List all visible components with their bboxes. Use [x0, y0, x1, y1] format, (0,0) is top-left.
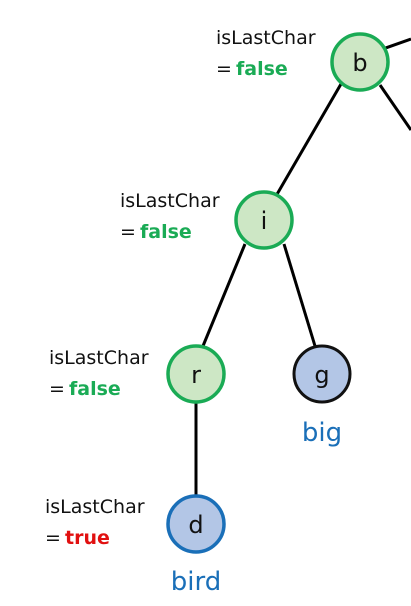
node-i-annotation-key: isLastChar: [120, 190, 220, 212]
node-d-label: d: [188, 511, 203, 539]
node-i-label: i: [261, 207, 268, 235]
node-d-flag-true: true: [65, 527, 110, 549]
node-b-annotation-key: isLastChar: [216, 27, 316, 49]
edge-i-r: [201, 243, 247, 347]
edge-b-i: [274, 83, 343, 197]
node-r-annotation-eq: =: [49, 378, 65, 400]
edge-i-g: [282, 243, 317, 347]
trie-node-b: b: [330, 32, 390, 92]
node-r-flag-false: false: [69, 378, 121, 400]
node-g-label: g: [314, 361, 329, 389]
trie-node-d: d: [166, 494, 226, 554]
word-bird: bird: [171, 567, 221, 597]
node-d-annotation-key: isLastChar: [45, 496, 145, 518]
node-d-annotation-eq: =: [45, 527, 61, 549]
trie-node-g: g: [292, 344, 352, 404]
node-r-annotation-key: isLastChar: [49, 347, 149, 369]
node-b-label: b: [352, 49, 367, 77]
node-i-annotation-eq: =: [120, 221, 136, 243]
word-big: big: [302, 418, 342, 448]
edge-b-offscreen-down: [378, 84, 411, 131]
trie-node-i: i: [234, 190, 294, 250]
node-b-annotation-eq: =: [216, 58, 232, 80]
node-r-label: r: [191, 361, 201, 389]
node-i-flag-false: false: [140, 221, 192, 243]
node-b-flag-false: false: [236, 58, 288, 80]
trie-node-r: r: [166, 344, 226, 404]
